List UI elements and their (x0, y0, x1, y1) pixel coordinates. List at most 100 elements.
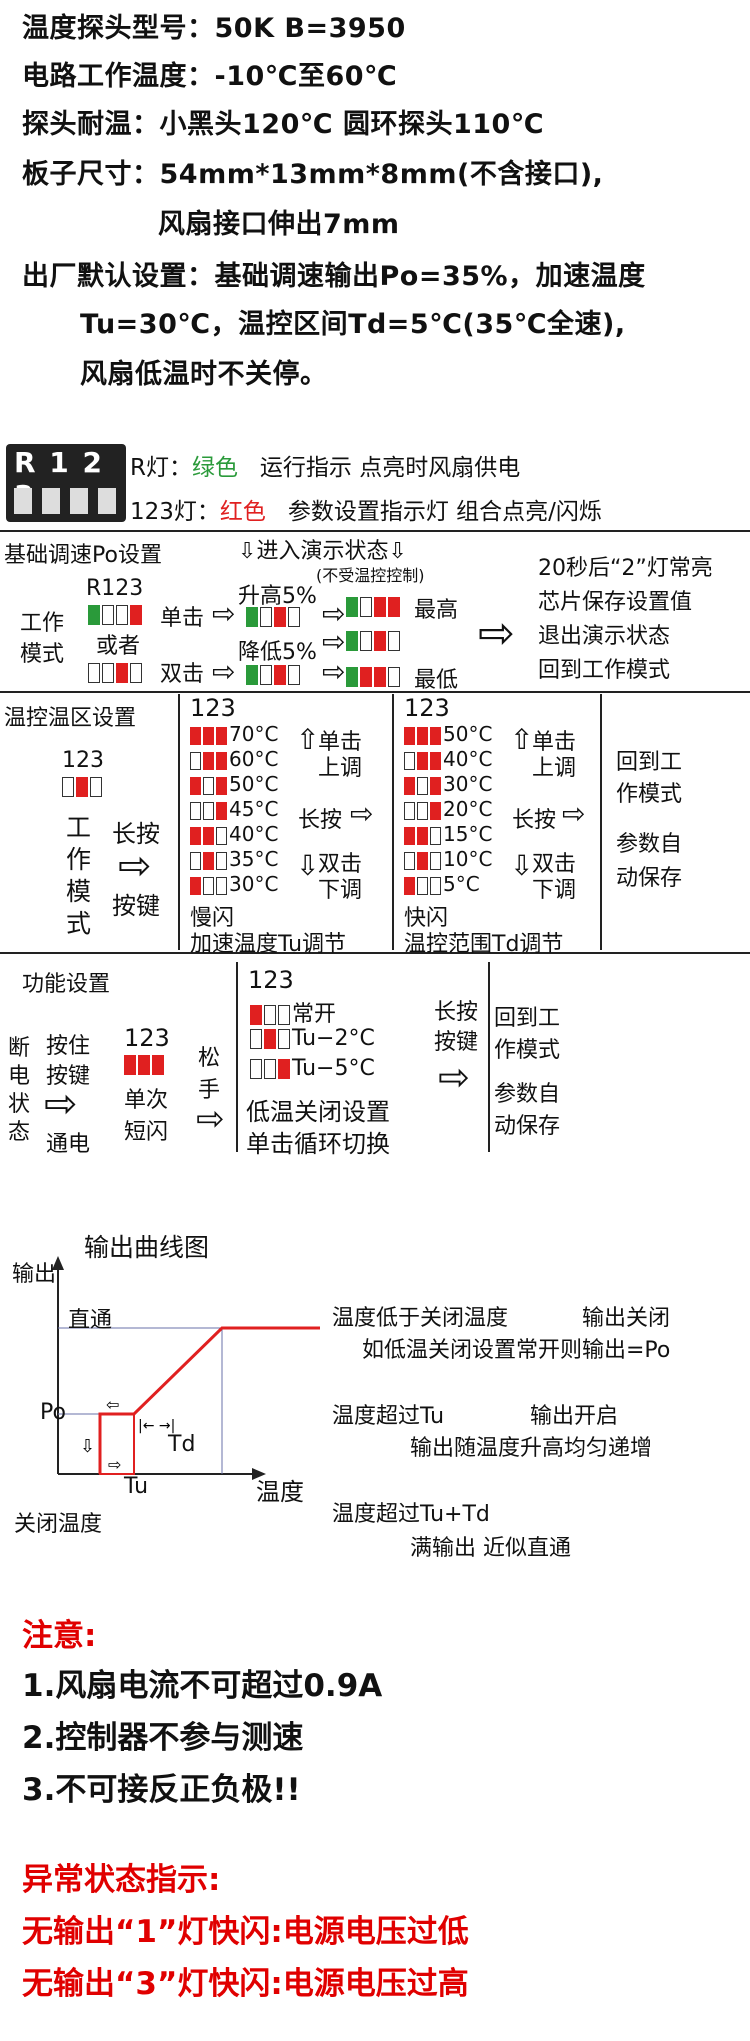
led-chip-image: R 1 2 3 (6, 444, 126, 522)
td-value: 15°C (443, 822, 493, 846)
right-arrow-icon: ⇨ (322, 625, 346, 658)
led-3-off (90, 776, 102, 797)
tu-row: 35°C (190, 847, 278, 872)
led-r-label: R灯： (130, 455, 192, 481)
func-opt-tu2-label: Tu−2°C (292, 1026, 375, 1051)
func-release-1: 松 (198, 1046, 221, 1071)
led-2-red (374, 666, 386, 687)
tu-value: 70°C (229, 722, 279, 746)
section1-top-line (0, 530, 750, 532)
temp-key: 按键 (112, 892, 160, 920)
led-1-red (404, 776, 415, 795)
func-low-temp-set: 低温关闭设置 (246, 1098, 390, 1126)
base-demo: ⇩进入演示状态⇩ (238, 533, 407, 565)
tu-value: 40°C (229, 822, 279, 846)
base-after-1: 20秒后“2”灯常亮 (538, 556, 713, 581)
curve-direct: 直通 (68, 1308, 113, 1333)
func-release-2: 手 (198, 1078, 221, 1103)
td-value: 20°C (443, 797, 493, 821)
spec-fan-connector: 风扇接口伸出7mm (158, 209, 400, 240)
func-return-2: 作模式 (494, 1038, 561, 1063)
led-3-red (216, 776, 227, 795)
led-2-red (417, 726, 428, 745)
curve-off-temp: 关闭温度 (14, 1512, 103, 1537)
led-1-red (404, 826, 415, 845)
right-arrow-icon: ⇨ (478, 608, 515, 659)
tu-slow-flash: 慢闪 (190, 906, 235, 931)
temp-autosave-2: 动保存 (616, 866, 683, 891)
led-r-green (88, 604, 100, 625)
led-1-off (404, 851, 415, 870)
base-single-click: 单击 (160, 606, 205, 631)
curve-tu: Tu (124, 1474, 149, 1499)
tu-row: 60°C (190, 747, 278, 772)
func-autosave-2: 动保存 (494, 1114, 561, 1139)
led-2-red (203, 826, 214, 845)
led-3-red (430, 776, 441, 795)
base-title: 基础调速Po设置 (4, 543, 162, 568)
x-axis-arrow-icon (252, 1468, 266, 1480)
led-1-off (250, 1059, 262, 1079)
led-r-green (346, 666, 358, 687)
func-off-3: 状 (8, 1092, 31, 1117)
td-row: 15°C (404, 822, 492, 847)
td-row: 5°C (404, 872, 492, 897)
led-r-green (346, 630, 358, 651)
led-2-off (264, 1005, 276, 1025)
led-r-desc: 运行指示 点亮时风扇供电 (259, 455, 521, 481)
curve-note-3: 如低温关闭设置常开则输出=Po (362, 1338, 671, 1363)
led-r-off (88, 662, 100, 683)
temp-work-3: 模 (66, 877, 92, 906)
notice-item-3: 3.不可接反正负极!! (22, 1772, 301, 1808)
func-off-4: 态 (8, 1120, 31, 1145)
led-2-red (203, 851, 214, 870)
led-1-off (404, 751, 415, 770)
temp-work-1: 工 (66, 813, 92, 842)
td-value: 30°C (443, 772, 493, 796)
curve-po: Po (40, 1400, 66, 1425)
led-1-off (260, 664, 272, 685)
section2-divider-3 (600, 694, 602, 950)
led-3-off (388, 630, 400, 651)
right-arrow-icon: ⇨ (212, 597, 236, 630)
led-1-red (404, 726, 415, 745)
func-opt-on: 常开 (250, 996, 336, 1028)
led-123-desc: 参数设置指示灯 组合点亮/闪烁 (287, 499, 602, 525)
led-123-label: 123灯： (130, 499, 220, 525)
tu-row: 30°C (190, 872, 278, 897)
temp-work-4: 式 (66, 909, 92, 938)
curve-note-7: 温度超过Tu+Td (332, 1502, 490, 1527)
led-3-red (278, 1059, 290, 1079)
right-arrow-icon: ⇨ (212, 655, 236, 688)
tu-long: 长按 (298, 808, 343, 833)
func-return-1: 回到工 (494, 1006, 561, 1031)
base-double-click: 双击 (160, 662, 205, 687)
led-2-red (203, 751, 214, 770)
spec-default-setting: 出厂默认设置：基础调速输出Po=35%，加速温度 (22, 261, 646, 292)
td-row: 40°C (404, 747, 492, 772)
curve-td: Td (168, 1432, 196, 1457)
abnormal-item-2: 无输出“3”灯快闪:电源电压过高 (22, 1966, 469, 2002)
led-2-red (274, 606, 286, 627)
base-after-3: 退出演示状态 (538, 624, 671, 649)
led-3-off (430, 851, 441, 870)
func-off-2: 电 (8, 1064, 31, 1089)
led-1-off (190, 801, 201, 820)
spec-default-tu: Tu=30℃，温控区间Td=5℃(35℃全速), (80, 309, 626, 340)
base-max-leds (346, 596, 402, 617)
led-2-red (116, 662, 128, 683)
led-r-green (246, 606, 258, 627)
abnormal-title: 异常状态指示: (22, 1862, 221, 1898)
td-row: 50°C (404, 722, 492, 747)
spec-fan-no-stop: 风扇低温时不关停。 (80, 359, 328, 390)
td-value: 40°C (443, 747, 493, 771)
led-2-red (374, 596, 386, 617)
led-1-red (124, 1054, 136, 1075)
curve-note-2: 输出关闭 (582, 1306, 671, 1331)
func-title: 功能设置 (22, 972, 111, 997)
spec-probe-model: 温度探头型号：50K B=3950 (22, 13, 406, 44)
tu-double-down-1: 双击 (318, 852, 363, 877)
tu-value: 35°C (229, 847, 279, 871)
base-work-mode-2: 模式 (20, 642, 65, 667)
